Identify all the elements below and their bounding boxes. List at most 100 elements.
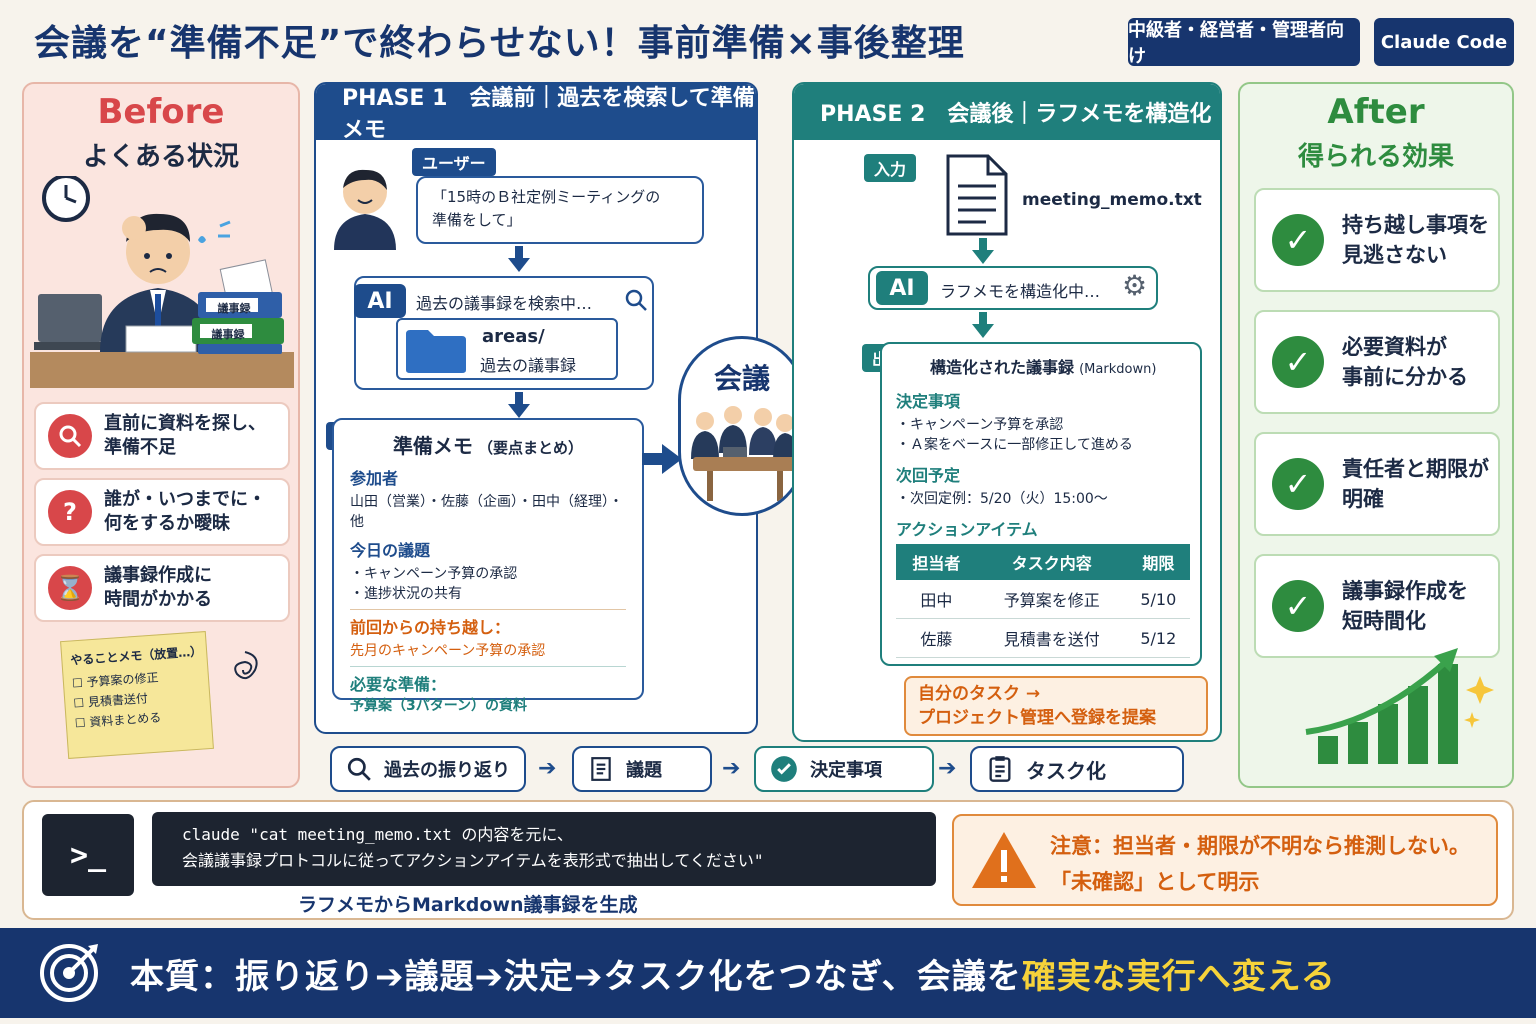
phase1-header: PHASE 1 会議前｜過去を検索して準備メモ (316, 84, 756, 143)
audience-badge: 中級者・経営者・管理者向け (1128, 18, 1360, 67)
check-circle-icon (771, 756, 797, 782)
tool-badge: Claude Code (1374, 18, 1514, 66)
text-file-icon (946, 154, 1008, 236)
agenda-heading: 今日の議題 (350, 541, 431, 560)
binder-label-bottom: 議事録 (211, 328, 245, 341)
flow-arrow-icon: ➔ (722, 756, 741, 781)
right-arrow-icon (642, 444, 682, 474)
warning-line: 「未確認」として明示 (1050, 870, 1260, 894)
structured-minutes-card: 構造化された議事録 (Markdown) 決定事項 ・キャンペーン予算を承認 ・… (880, 342, 1202, 666)
flow-step-agenda: 議題 (572, 746, 712, 792)
flow-label: タスク化 (1026, 758, 1106, 783)
structured-minutes-format: (Markdown) (1079, 362, 1157, 377)
next-meeting-heading: 次回予定 (896, 466, 961, 485)
down-arrow (972, 238, 994, 264)
benefit-item: ✓ 議事録作成を 短時間化 (1254, 554, 1500, 658)
question-icon: ? (48, 490, 92, 534)
footer-main: 本質：振り返り➔議題➔決定➔タスク化をつなぎ、会議を (130, 956, 1022, 997)
benefit-text: 議事録作成を 短時間化 (1342, 578, 1468, 633)
flow-step-decision: 決定事項 (754, 746, 934, 792)
decision-item: ・キャンペーン予算を承認 (896, 417, 1064, 433)
command-section: >_ claude "cat meeting_memo.txt の内容を元に、 … (22, 800, 1514, 920)
flow-arrow-icon: ➔ (938, 756, 957, 781)
page-title: 会議を“準備不足”で終わらせない！事前準備×事後整理 (34, 23, 965, 64)
terminal-icon: >_ (42, 814, 134, 896)
before-panel: Before よくある状況 (22, 82, 300, 788)
memo-title: やることメモ（放置…） (69, 644, 203, 668)
problem-item-search: 直前に資料を探し、 準備不足 (34, 402, 290, 470)
structured-minutes-heading: 構造化された議事録 (Markdown) (930, 354, 1186, 378)
warning-icon (972, 832, 1036, 888)
prep-memo-title-note: （要点まとめ） (478, 439, 584, 457)
clock-icon (42, 176, 90, 222)
down-arrow (972, 312, 994, 338)
command-box[interactable]: claude "cat meeting_memo.txt の内容を元に、 会議議… (152, 812, 936, 886)
carryover-text: 先月のキャンペーン予算の承認 (350, 643, 546, 659)
check-circle-icon: ✓ (1272, 214, 1324, 266)
meeting-label: 会議 (713, 362, 770, 395)
structured-minutes-title: 構造化された議事録 (930, 358, 1075, 377)
command-line: claude "cat meeting_memo.txt の内容を元に、 (182, 825, 573, 844)
action-items-heading: アクションアイテム (896, 520, 1038, 539)
after-panel: After 得られる効果 ✓ 持ち越し事項を 見逃さない ✓ 必要資料が 事前に… (1238, 82, 1514, 788)
footer-highlight: 確実な実行へ変える (1021, 956, 1336, 997)
gear-icon: ⚙ (1122, 269, 1148, 302)
stressed-worker-illustration (30, 176, 294, 388)
command-line: 会議議事録プロトコルに従ってアクションアイテムを表形式で抽出してください" (182, 851, 764, 871)
table-cell: 5/12 (1126, 618, 1190, 658)
user-request-bubble: 「15時のＢ社定例ミーティングの 準備をして」 (416, 176, 704, 244)
down-arrow (508, 392, 530, 418)
table-cell: 5/10 (1126, 580, 1190, 619)
ai-badge: AI (354, 284, 406, 318)
footer-banner: 本質：振り返り➔議題➔決定➔タスク化をつなぎ、会議を確実な実行へ変える (0, 928, 1536, 1018)
input-file-name: meeting_memo.txt (1022, 190, 1202, 210)
benefit-text: 必要資料が 事前に分かる (1342, 334, 1468, 389)
binder-stack-icon (192, 292, 284, 354)
benefit-item: ✓ 持ち越し事項を 見逃さない (1254, 188, 1500, 292)
flow-step-review: 過去の振り返り (330, 746, 526, 792)
hourglass-icon: ⌛ (48, 566, 92, 610)
user-avatar (334, 169, 396, 250)
flow-label: 決定事項 (810, 760, 882, 781)
scribble-icon (234, 651, 258, 680)
table-cell: 見積書を送付 (976, 618, 1127, 658)
preparation-heading: 必要な準備： (350, 675, 447, 694)
check-circle-icon: ✓ (1272, 458, 1324, 510)
decision-item: ・Ａ案をベースに一部修正して進める (896, 437, 1133, 453)
problem-item-time: ⌛ 議事録作成に 時間がかかる (34, 554, 290, 622)
before-subtitle: よくある状況 (82, 142, 239, 172)
document-icon (591, 757, 611, 781)
binder-label-top: 議事録 (217, 302, 251, 315)
prep-memo-card: 準備メモ （要点まとめ） 参加者 山田（営業）・佐藤（企画）・田中（経理）・他 … (332, 418, 644, 714)
preparation-text: 予算案（3パターン）の資料 (350, 698, 528, 714)
growth-chart-icon (1305, 648, 1494, 764)
footer-message: 本質：振り返り➔議題➔決定➔タスク化をつなぎ、会議を確実な実行へ変える (130, 949, 1336, 998)
after-subtitle: 得られる効果 (1297, 142, 1454, 172)
target-icon (40, 944, 98, 1002)
task-callout: 自分のタスク → プロジェクト管理へ登録を提案 (904, 676, 1208, 736)
decisions-heading: 決定事項 (896, 392, 961, 411)
meeting-people-illustration (691, 406, 799, 501)
before-title: Before (97, 92, 225, 132)
table-header: タスク内容 (976, 544, 1127, 580)
folder-card: areas/ 過去の議事録 (396, 318, 618, 380)
next-meeting-text: ・次回定例：5/20（火）15:00〜 (896, 491, 1108, 507)
carryover-heading: 前回からの持ち越し： (350, 618, 511, 637)
table-row: 佐藤 見積書を送付 5/12 (896, 618, 1190, 658)
phase2-panel: PHASE 2 会議後｜ラフメモを構造化 入力 meeting_memo.txt… (792, 82, 1222, 742)
phase2-header: PHASE 2 会議後｜ラフメモを構造化 (794, 84, 1220, 140)
table-cell: 佐藤 (896, 618, 977, 658)
check-circle-icon: ✓ (1272, 336, 1324, 388)
problem-text: 直前に資料を探し、 準備不足 (104, 412, 266, 458)
agenda-item: ・進捗状況の共有 (350, 586, 462, 602)
warning-line: 注意：担当者・期限が不明なら推測しない。 (1050, 834, 1470, 858)
problem-text: 議事録作成に 時間がかかる (104, 564, 212, 610)
flow-label: 過去の振り返り (384, 760, 510, 781)
search-icon (48, 414, 92, 458)
benefit-item: ✓ 責任者と期限が 明確 (1254, 432, 1500, 536)
warning-box: 注意：担当者・期限が不明なら推測しない。 「未確認」として明示 (952, 814, 1498, 906)
agenda-item: ・キャンペーン予算の承認 (350, 566, 518, 582)
table-header: 期限 (1126, 544, 1190, 580)
after-title: After (1327, 92, 1425, 132)
user-tag: ユーザー (412, 148, 496, 176)
